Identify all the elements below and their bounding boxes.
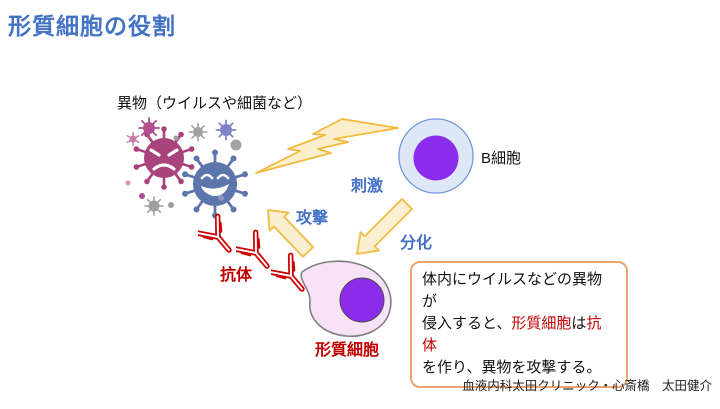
- small-gray-virus-bottom-icon: [144, 196, 164, 216]
- info-text: を作り、異物を攻撃する。: [422, 359, 602, 376]
- attack-label: 攻撃: [296, 210, 329, 227]
- info-line-3: を作り、異物を攻撃する。: [422, 357, 616, 379]
- grin-face-icon: [200, 173, 230, 197]
- info-text: 侵入すると、: [422, 315, 512, 332]
- attack-arrow: [258, 200, 320, 262]
- info-box: 体内にウイルスなどの異物が 侵入すると、形質細胞は抗体 を作り、異物を攻撃する。: [410, 261, 628, 388]
- virus-dots: [125, 135, 224, 208]
- magenta-virus-icon: [133, 126, 195, 190]
- foreign-bodies-label: 異物（ウイルスや細菌など）: [117, 95, 313, 112]
- virus-cluster-illustration: [112, 112, 262, 220]
- tiny-magenta-virus-icon: [126, 131, 140, 147]
- small-magenta-virus-icon: [138, 117, 160, 139]
- differentiation-arrow: [345, 196, 415, 266]
- antibody-icon: [271, 252, 305, 292]
- small-gray-virus-icon: [188, 122, 208, 142]
- info-text: は: [571, 315, 587, 332]
- antibody-3: [271, 250, 313, 296]
- info-plasma-keyword: 形質細胞: [511, 315, 572, 332]
- lightning-arrow-icon: [255, 118, 399, 174]
- plasma-cell-label: 形質細胞: [315, 342, 380, 359]
- attack-arrow-icon: [267, 209, 315, 258]
- plasma-cell-icon: [300, 260, 392, 337]
- b-cell-illustration: [396, 112, 478, 200]
- differentiation-arrow-icon: [356, 198, 413, 255]
- info-text: 体内にウイルスなどの異物が: [422, 271, 603, 310]
- antibody-2: [236, 227, 278, 273]
- virus-cluster-icon: [125, 117, 248, 219]
- gray-dot-icon: [230, 139, 242, 151]
- b-cell-label: B細胞: [481, 150, 522, 167]
- small-violet-virus-icon: [215, 119, 237, 141]
- angry-face-icon: [149, 148, 179, 171]
- stimulus-label: 刺激: [351, 178, 384, 195]
- blue-virus-icon: [182, 149, 248, 219]
- credit-text: 血液内科太田クリニック・心斎橋 太田健介: [462, 379, 712, 393]
- plasma-cell-illustration: [292, 256, 396, 340]
- b-cell-icon: [398, 118, 474, 194]
- antibody-icon: [236, 229, 270, 269]
- antibody-label: 抗体: [220, 267, 253, 284]
- info-line-1: 体内にウイルスなどの異物が: [422, 269, 616, 313]
- antibody-1: [198, 211, 240, 257]
- info-antibody-keyword: 抗体: [422, 315, 602, 354]
- differentiation-label: 分化: [400, 235, 433, 252]
- antibody-icon: [198, 213, 232, 253]
- info-line-2: 侵入すると、形質細胞は抗体: [422, 313, 616, 357]
- stimulus-arrow: [254, 118, 404, 178]
- page-title: 形質細胞の役割: [8, 13, 176, 39]
